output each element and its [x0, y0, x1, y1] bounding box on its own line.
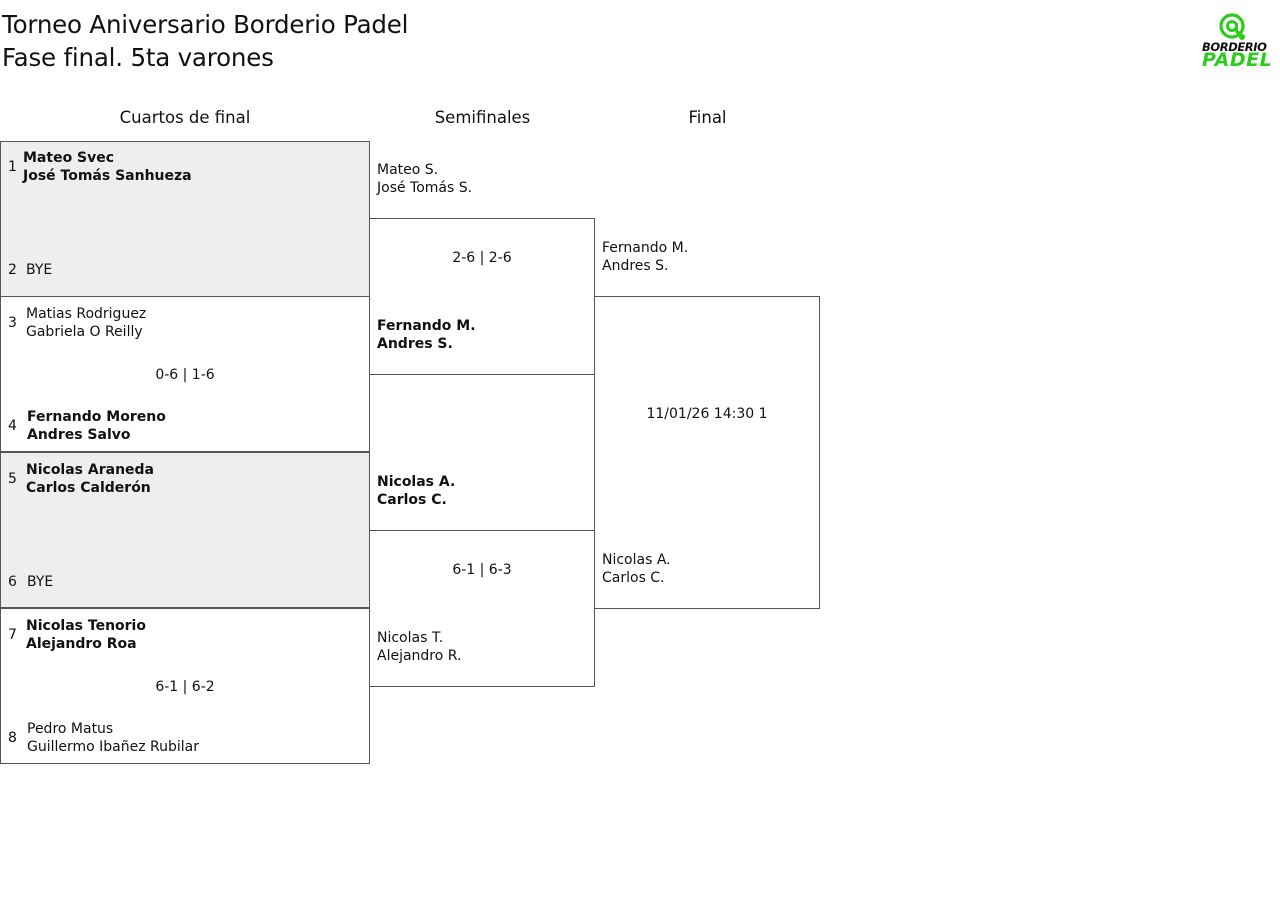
round-heading-final: Final	[688, 108, 727, 127]
semifinal-match-1[interactable]: 2-6 | 2-6 Fernando M. Andres S.	[369, 218, 595, 375]
player-name: José Tomás S.	[377, 180, 473, 196]
player-name: Guillermo Ibañez Rubilar	[27, 739, 200, 755]
match-score: 0-6 | 1-6	[155, 367, 215, 383]
logo-text-top: BORDERIO	[1202, 40, 1267, 54]
player-name: Mateo S.	[377, 162, 439, 178]
semifinal-2-team-bottom: Nicolas T. Alejandro R.	[377, 629, 461, 665]
tournament-title: Torneo Aniversario Borderio Padel	[2, 10, 409, 39]
final-team-top: Fernando M. Andres S.	[602, 239, 688, 275]
team-entry: BYE	[26, 261, 52, 279]
player-name: Andres S.	[602, 258, 669, 274]
semifinal-1-team-top: Mateo S. José Tomás S.	[377, 161, 472, 197]
phase-title: Fase final. 5ta varones	[2, 43, 274, 72]
semifinal-match-2[interactable]: 6-1 | 6-3 Nicolas T. Alejandro R.	[369, 530, 595, 687]
round-heading-semifinals: Semifinales	[434, 108, 531, 127]
player-name: Carlos C.	[602, 570, 665, 586]
team-entry: Mateo Svec José Tomás Sanhueza	[23, 149, 192, 185]
player-name: Andres S.	[377, 336, 453, 352]
player-name: Nicolas A.	[602, 552, 671, 568]
seed-number: 8	[8, 730, 17, 746]
team-entry: Fernando Moreno Andres Salvo	[27, 408, 166, 444]
borderio-padel-logo: BORDERIO PADEL	[1196, 10, 1280, 74]
player-name: Alejandro R.	[377, 648, 462, 664]
team-entry: Matias Rodriguez Gabriela O Reilly	[26, 305, 146, 341]
player-name: Fernando M.	[377, 318, 476, 334]
player-name: Gabriela O Reilly	[26, 324, 143, 340]
quarterfinal-match-4[interactable]: 7 Nicolas Tenorio Alejandro Roa 6-1 | 6-…	[0, 608, 370, 764]
player-name: Fernando M.	[602, 240, 689, 256]
team-entry: BYE	[27, 573, 53, 591]
match-score: 6-1 | 6-3	[452, 562, 512, 578]
player-name: Nicolas Araneda	[26, 462, 155, 478]
player-name: Pedro Matus	[27, 721, 114, 737]
player-name: Matias Rodriguez	[26, 306, 147, 322]
final-schedule: 11/01/26 14:30 1	[646, 406, 768, 422]
seed-number: 7	[8, 627, 17, 643]
player-name: Carlos Calderón	[26, 480, 151, 496]
team-entry: Pedro Matus Guillermo Ibañez Rubilar	[27, 720, 199, 756]
player-name: Fernando Moreno	[27, 409, 166, 425]
padel-ball-icon	[1219, 13, 1245, 40]
player-name: Nicolas Tenorio	[26, 618, 146, 634]
logo-text-bottom: PADEL	[1202, 49, 1273, 71]
seed-number: 5	[8, 471, 17, 487]
team-entry: Nicolas Tenorio Alejandro Roa	[26, 617, 146, 653]
seed-number: 6	[8, 574, 17, 590]
player-name: José Tomás Sanhueza	[23, 168, 192, 184]
player-name: BYE	[26, 262, 53, 278]
semifinal-1-team-bottom: Fernando M. Andres S.	[377, 317, 476, 353]
quarterfinal-match-3[interactable]: 5 Nicolas Araneda Carlos Calderón 6 BYE	[0, 452, 370, 608]
match-score: 6-1 | 6-2	[155, 679, 215, 695]
seed-number: 4	[8, 418, 17, 434]
player-name: Andres Salvo	[27, 427, 131, 443]
match-score: 2-6 | 2-6	[452, 250, 512, 266]
seed-number: 2	[8, 262, 17, 278]
final-match[interactable]: 11/01/26 14:30 1 Nicolas A. Carlos C.	[594, 296, 820, 609]
semifinal-2-team-top: Nicolas A. Carlos C.	[377, 473, 455, 509]
player-name: Mateo Svec	[23, 150, 115, 166]
quarterfinal-match-1[interactable]: 1 Mateo Svec José Tomás Sanhueza 2 BYE	[0, 141, 370, 297]
player-name: BYE	[27, 574, 54, 590]
round-heading-quarterfinals: Cuartos de final	[119, 108, 251, 127]
player-name: Carlos C.	[377, 492, 447, 508]
seed-number: 1	[8, 159, 17, 175]
quarterfinal-match-2[interactable]: 3 Matias Rodriguez Gabriela O Reilly 0-6…	[0, 296, 370, 452]
team-entry: Nicolas Araneda Carlos Calderón	[26, 461, 154, 497]
player-name: Alejandro Roa	[26, 636, 137, 652]
player-name: Nicolas A.	[377, 474, 456, 490]
seed-number: 3	[8, 315, 17, 331]
final-team-bottom: Nicolas A. Carlos C.	[602, 551, 671, 587]
player-name: Nicolas T.	[377, 630, 444, 646]
